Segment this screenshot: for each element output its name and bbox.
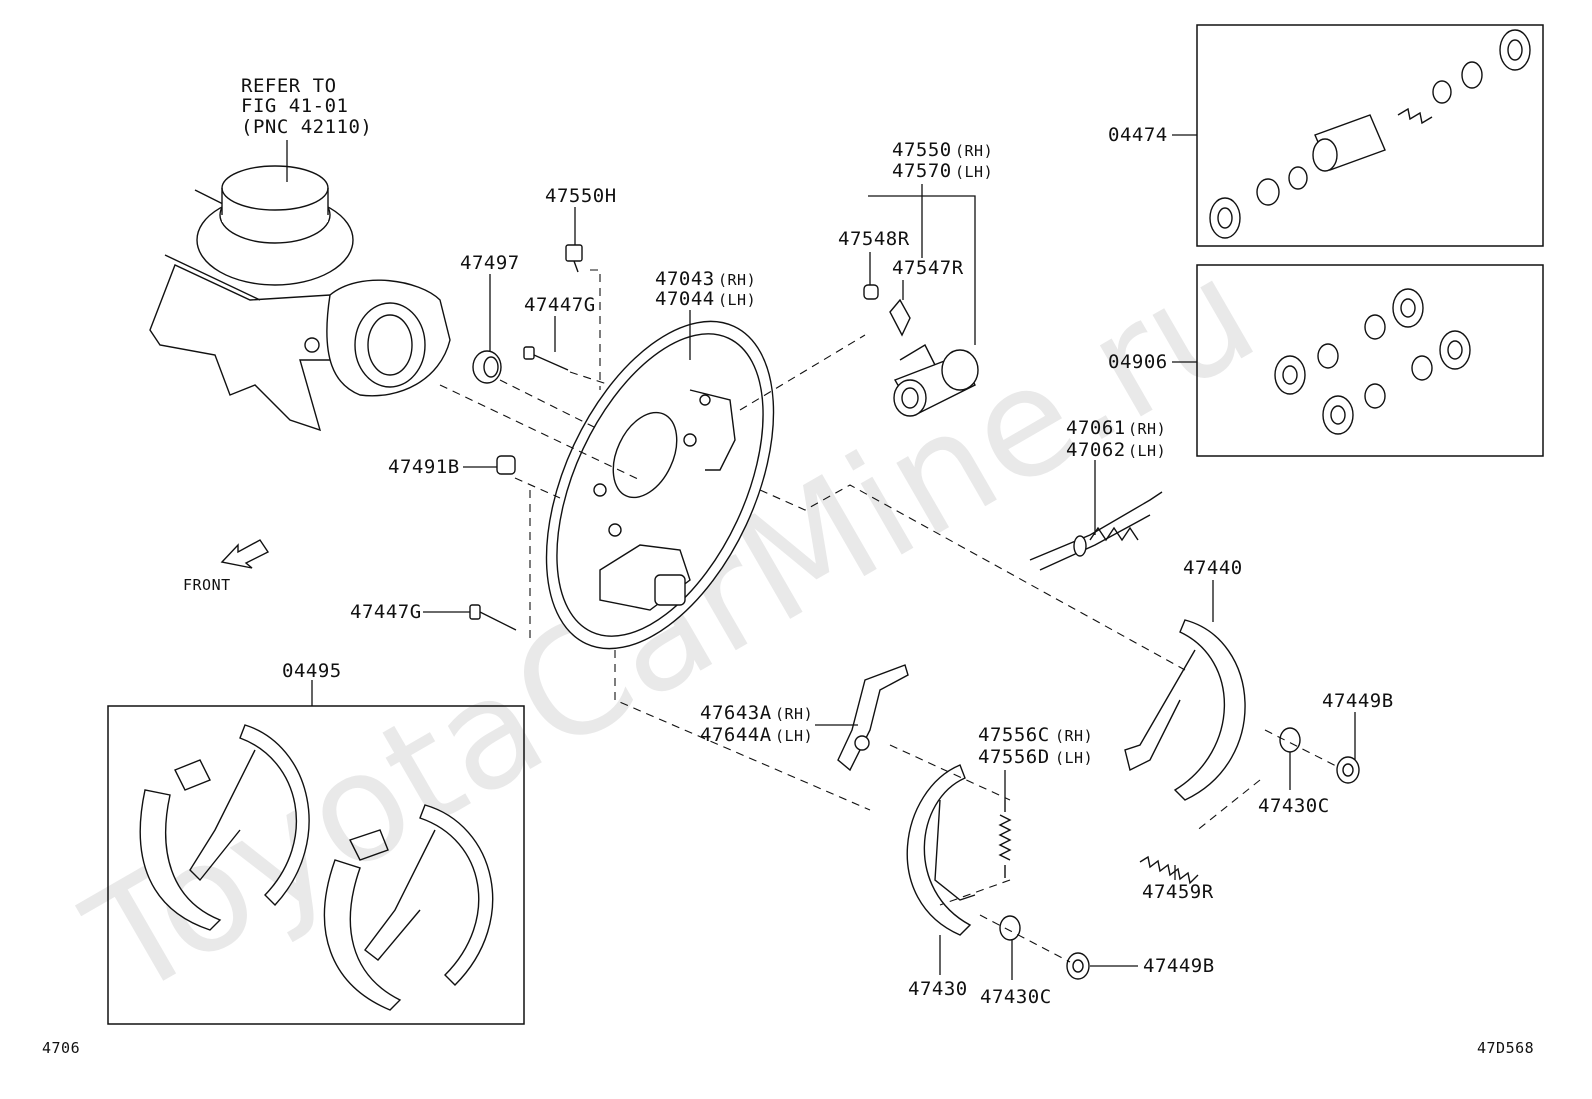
part-callouts: 47550H 47497 47447G 47043 (RH) 47044 (LH… — [282, 124, 1394, 1008]
refer-note-line-1: REFER TO — [241, 75, 337, 97]
callout-47550: 47550 — [892, 139, 952, 161]
callout-47043: 47043 — [655, 268, 715, 290]
callout-04474: 04474 — [1108, 124, 1168, 146]
retainer-47430C-right-illustration — [1279, 727, 1301, 753]
bolt-47550H-illustration — [565, 244, 583, 273]
callout-47643A-side: (RH) — [775, 705, 813, 723]
callout-47497: 47497 — [460, 252, 520, 274]
callout-47556D-side: (LH) — [1055, 749, 1093, 767]
retainer-47430C-bottom-illustration — [999, 915, 1021, 941]
footer-right-code: 47D568 — [1477, 1039, 1534, 1057]
callout-04906: 04906 — [1108, 351, 1168, 373]
callout-47570: 47570 — [892, 160, 952, 182]
callout-47061-side: (RH) — [1128, 420, 1166, 438]
callout-47440: 47440 — [1183, 557, 1243, 579]
callout-47044-side: (LH) — [718, 291, 756, 309]
callout-47548R: 47548R — [838, 228, 910, 250]
leader-lines — [423, 184, 1356, 980]
callout-47644A-side: (LH) — [775, 727, 813, 745]
axle-housing-illustration — [149, 165, 451, 432]
callout-47570-side: (LH) — [955, 163, 993, 181]
refer-note-line-2: FIG 41-01 — [241, 95, 348, 117]
callout-47449B-bottom: 47449B — [1143, 955, 1215, 977]
callout-04495: 04495 — [282, 660, 342, 682]
callout-47547R: 47547R — [892, 257, 964, 279]
assembly-lines — [439, 269, 1341, 963]
pin-47447G-bottom-illustration — [469, 604, 517, 631]
callout-47449B-right: 47449B — [1322, 690, 1394, 712]
callout-47550H: 47550H — [545, 185, 617, 207]
callout-47491B: 47491B — [388, 456, 460, 478]
callout-47062-side: (LH) — [1128, 442, 1166, 460]
backing-plate-illustration — [545, 320, 775, 650]
kit-box-04474 — [1196, 24, 1544, 247]
callout-47430C-bottom: 47430C — [980, 986, 1052, 1008]
callout-47550-side: (RH) — [955, 142, 993, 160]
refer-note: REFER TO FIG 41-01 (PNC 42110) — [241, 75, 372, 182]
callout-47643A: 47643A — [700, 702, 772, 724]
callout-47447G-top: 47447G — [524, 294, 596, 316]
callout-47061: 47061 — [1066, 417, 1126, 439]
callout-47556D: 47556D — [978, 746, 1050, 768]
pin-47447G-top-illustration — [523, 346, 569, 371]
kit-box-04906 — [1196, 264, 1544, 457]
callout-47447G-bottom: 47447G — [350, 601, 422, 623]
spring-47459R-illustration — [1139, 855, 1199, 885]
kit-box-04495 — [107, 705, 525, 1025]
front-indicator: FRONT — [183, 539, 270, 594]
wheel-cylinder-illustration — [863, 284, 979, 417]
front-arrow-icon — [220, 539, 270, 569]
callout-47459R: 47459R — [1142, 881, 1214, 903]
plug-47497-illustration — [472, 350, 502, 384]
callout-47430: 47430 — [908, 978, 968, 1000]
front-label: FRONT — [183, 576, 231, 594]
callout-47556C: 47556C — [978, 724, 1050, 746]
brake-shoe-47430-illustration — [906, 764, 976, 936]
brake-shoe-47440-illustration — [1124, 619, 1246, 801]
plug-47491B-illustration — [496, 455, 516, 475]
callout-47062: 47062 — [1066, 439, 1126, 461]
footer-left-code: 4706 — [42, 1039, 80, 1057]
callout-47044: 47044 — [655, 288, 715, 310]
refer-note-line-3: (PNC 42110) — [241, 116, 372, 138]
parking-lever-illustration — [837, 664, 909, 772]
cup-47449B-right-illustration — [1336, 756, 1360, 784]
spring-47556C-illustration — [998, 800, 1012, 878]
callout-47430C-right: 47430C — [1258, 795, 1330, 817]
callout-47043-side: (RH) — [718, 271, 756, 289]
adjuster-illustration — [1029, 491, 1163, 571]
callout-47556C-side: (RH) — [1055, 727, 1093, 745]
cup-47449B-bottom-illustration — [1066, 952, 1090, 980]
callout-47644A: 47644A — [700, 724, 772, 746]
